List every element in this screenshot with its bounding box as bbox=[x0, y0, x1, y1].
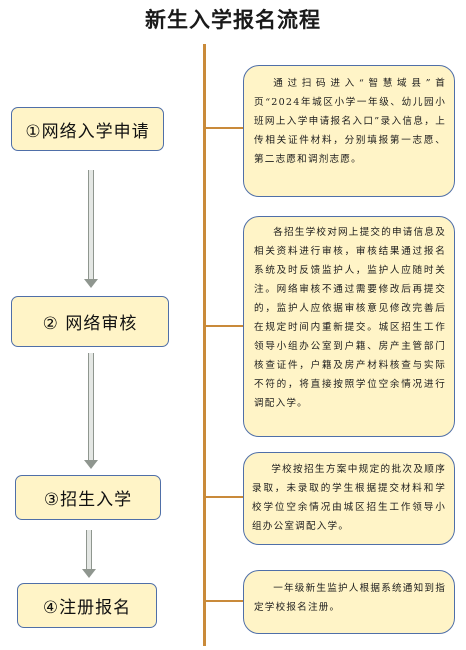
note-text-online-review: 各招生学校对网上提交的申请信息及相关资料进行审核，审核结果通过报名系统及时反馈监… bbox=[254, 227, 446, 409]
step-box-enrollment: ③招生入学 bbox=[15, 475, 161, 520]
timeline-spine bbox=[203, 44, 206, 646]
connector-line-1 bbox=[205, 127, 243, 129]
step-label-enrollment: ③招生入学 bbox=[43, 490, 133, 510]
step-box-registration: ④注册报名 bbox=[17, 583, 157, 628]
flow-arrow-1 bbox=[84, 170, 98, 288]
flow-arrow-3 bbox=[82, 530, 96, 578]
note-text-online-application: 通过扫码进入“智慧域县”首页“2024年城区小学一年级、幼儿园小班网上入学申请报… bbox=[254, 78, 446, 165]
note-text-registration: 一年级新生监护人根据系统通知到指定学校报名注册。 bbox=[254, 583, 446, 613]
connector-line-3 bbox=[205, 496, 243, 498]
flow-arrow-2 bbox=[84, 353, 98, 469]
note-enrollment: 学校按招生方案中规定的批次及顺序录取，未录取的学生根据提交材料和学校学位空余情况… bbox=[243, 452, 455, 545]
step-label-online-review: ② 网络审核 bbox=[42, 314, 138, 334]
note-registration: 一年级新生监护人根据系统通知到指定学校报名注册。 bbox=[243, 570, 455, 634]
connector-line-4 bbox=[205, 600, 243, 602]
page-title: 新生入学报名流程 bbox=[145, 8, 321, 32]
note-text-enrollment: 学校按招生方案中规定的批次及顺序录取，未录取的学生根据提交材料和学校学位空余情况… bbox=[252, 464, 446, 532]
step-label-registration: ④注册报名 bbox=[42, 598, 132, 618]
connector-line-2 bbox=[205, 325, 243, 327]
note-online-review: 各招生学校对网上提交的申请信息及相关资料进行审核，审核结果通过报名系统及时反馈监… bbox=[243, 216, 455, 437]
step-box-online-application: ①网络入学申请 bbox=[11, 107, 164, 151]
step-box-online-review: ② 网络审核 bbox=[11, 296, 169, 347]
note-online-application: 通过扫码进入“智慧域县”首页“2024年城区小学一年级、幼儿园小班网上入学申请报… bbox=[243, 65, 455, 197]
step-label-online-application: ①网络入学申请 bbox=[25, 121, 150, 142]
